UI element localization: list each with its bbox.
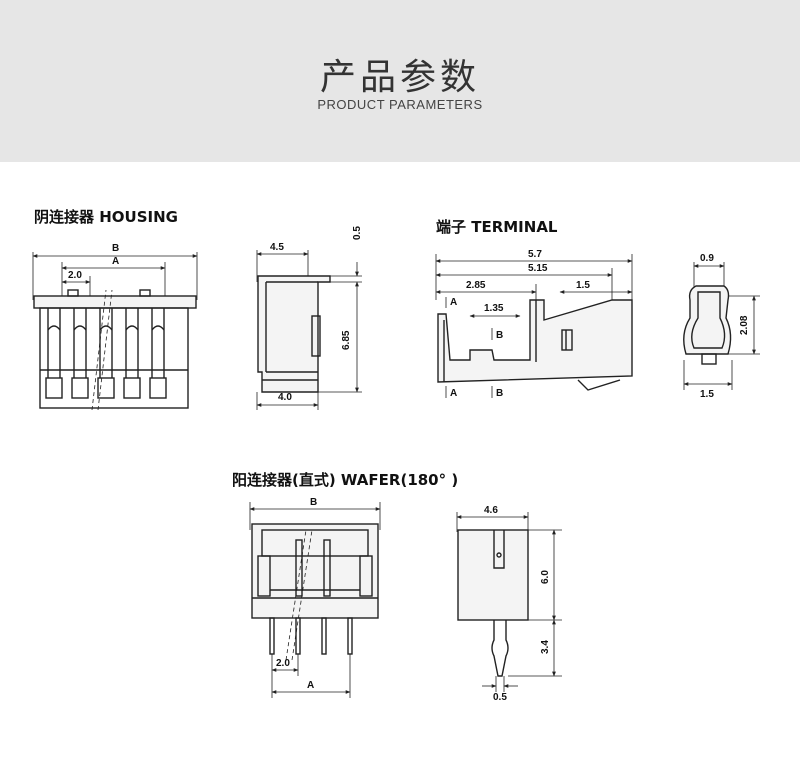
terminal-dim-2: 5.15 bbox=[528, 263, 548, 274]
housing-side-view: 4.5 0.5 6.85 4.0 bbox=[256, 226, 363, 410]
wafer-label: 阳连接器(直式) WAFER(180° ) bbox=[232, 471, 459, 489]
housing-dim-pitch: 2.0 bbox=[68, 270, 82, 281]
terminal-section-dim-height: 2.08 bbox=[739, 315, 750, 335]
wafer-dim-b: B bbox=[310, 497, 317, 508]
terminal-side-view: 5.7 5.15 2.85 1.5 1.35 A B A B bbox=[435, 249, 633, 399]
terminal-dim-4: 1.5 bbox=[576, 280, 590, 291]
wafer-dim-pin-length: 3.4 bbox=[540, 640, 551, 654]
wafer-side-view: 4.6 6.0 3.4 0.5 bbox=[456, 505, 562, 703]
terminal-section-dim-top: 0.9 bbox=[700, 253, 714, 264]
housing-dim-width-top: 4.5 bbox=[270, 242, 284, 253]
page-subtitle: PRODUCT PARAMETERS bbox=[317, 97, 483, 112]
housing-dim-height: 6.85 bbox=[341, 330, 352, 350]
terminal-section-b-bottom: B bbox=[496, 388, 503, 399]
wafer-dim-width: 4.6 bbox=[484, 505, 498, 516]
terminal-dim-3: 2.85 bbox=[466, 280, 486, 291]
housing-dim-top-step: 0.5 bbox=[352, 226, 363, 240]
housing-label: 阴连接器 HOUSING bbox=[34, 208, 178, 226]
housing-dim-b: B bbox=[112, 243, 119, 254]
wafer-dim-body-height: 6.0 bbox=[540, 570, 551, 584]
terminal-section-dim-bottom: 1.5 bbox=[700, 389, 714, 400]
housing-dim-a: A bbox=[112, 256, 119, 267]
header-banner: 产品参数 PRODUCT PARAMETERS bbox=[0, 0, 800, 162]
terminal-section-a-top: A bbox=[450, 297, 457, 308]
terminal-label: 端子 TERMINAL bbox=[436, 218, 558, 236]
wafer-front-view: B 2.0 A bbox=[249, 497, 381, 698]
terminal-dim-total: 5.7 bbox=[528, 249, 542, 260]
terminal-dim-5: 1.35 bbox=[484, 303, 504, 314]
page-title: 产品参数 bbox=[319, 57, 480, 98]
terminal-section-view: 0.9 2.08 1.5 bbox=[683, 253, 760, 400]
housing-front-view: B A 2.0 bbox=[32, 243, 198, 411]
terminal-section-b-top: B bbox=[496, 330, 503, 341]
housing-dim-width-bottom: 4.0 bbox=[278, 392, 292, 403]
terminal-section-a-bottom: A bbox=[450, 388, 457, 399]
wafer-dim-pitch: 2.0 bbox=[276, 658, 290, 669]
wafer-dim-a: A bbox=[307, 680, 314, 691]
wafer-dim-pin-width: 0.5 bbox=[493, 692, 507, 703]
